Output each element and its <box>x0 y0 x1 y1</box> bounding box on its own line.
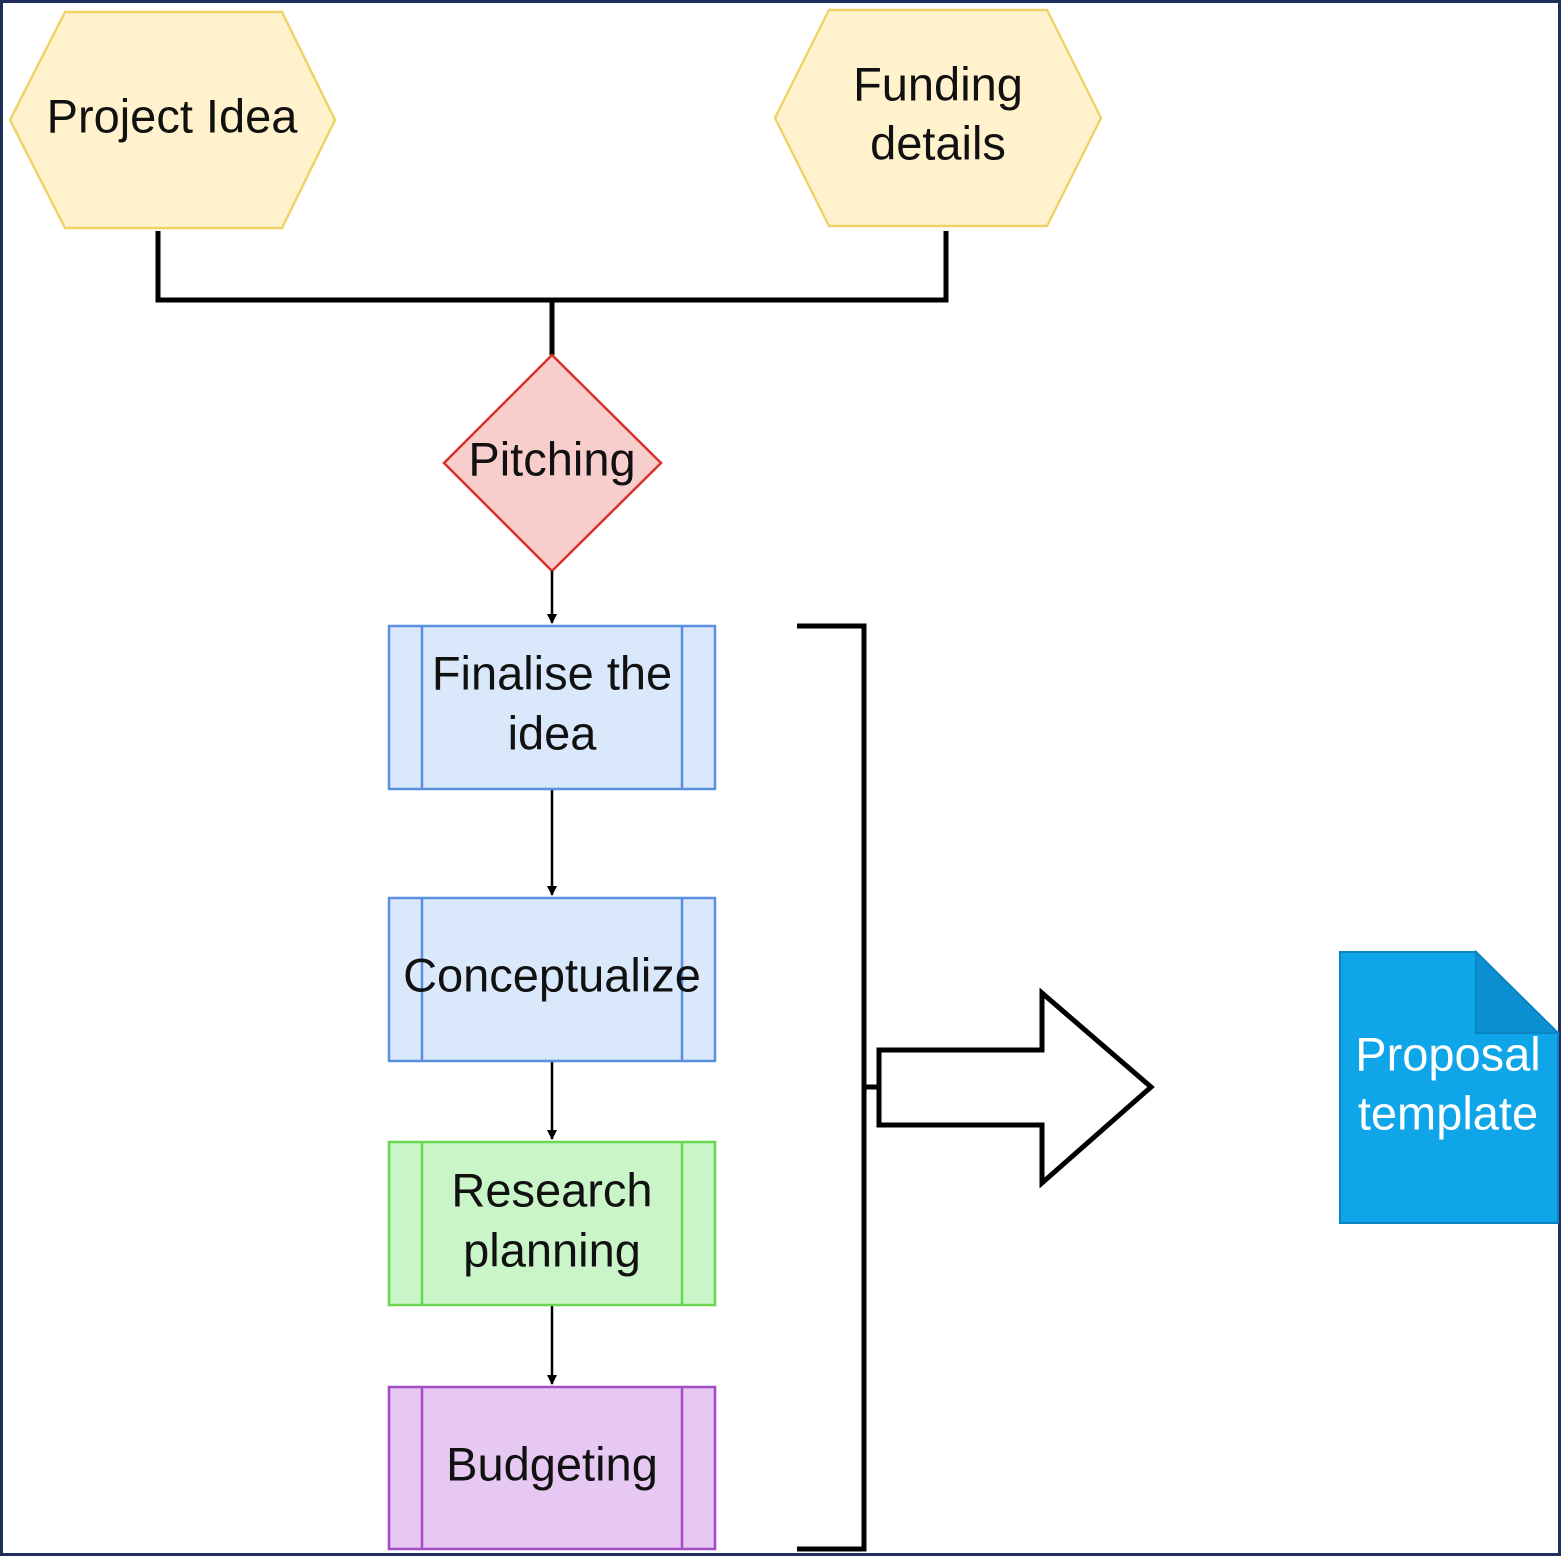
research-planning-box <box>387 1140 717 1307</box>
proposal-template-label-line2: template <box>1358 1086 1538 1139</box>
proposal-template-node: Proposal template <box>1339 949 1561 1224</box>
budgeting-label: Budgeting <box>446 1437 658 1490</box>
conceptualize-label: Conceptualize <box>403 948 701 1001</box>
research-planning-label-line2: planning <box>463 1223 641 1276</box>
funding-details-node: Funding details <box>773 8 1103 228</box>
finalise-idea-node: Finalise the idea <box>387 624 717 791</box>
proposal-template-label-line1: Proposal <box>1355 1027 1541 1080</box>
funding-details-label-line1: Funding <box>853 57 1023 110</box>
research-planning-label-line1: Research <box>451 1163 652 1216</box>
project-idea-label: Project Idea <box>47 89 299 142</box>
finalise-idea-label-line2: idea <box>508 706 598 759</box>
finalise-idea-box <box>387 624 717 791</box>
proposal-document-fold <box>1475 949 1561 1034</box>
project-idea-hexagon <box>8 10 337 230</box>
budgeting-box <box>387 1385 717 1551</box>
conceptualize-node: Conceptualize <box>387 896 717 1063</box>
pitching-node: Pitching <box>442 353 663 573</box>
merge-connector <box>155 231 949 355</box>
research-planning-node: Research planning <box>387 1140 717 1307</box>
funding-details-hexagon <box>773 8 1103 228</box>
funding-details-label-line2: details <box>870 116 1006 169</box>
flowchart-svg: Project Idea Funding details Pitching Fi… <box>8 8 1561 1552</box>
budgeting-node: Budgeting <box>387 1385 717 1551</box>
big-right-arrow <box>876 987 1155 1189</box>
pitching-label: Pitching <box>468 432 635 485</box>
group-bracket <box>797 623 879 1552</box>
conceptualize-box <box>387 896 717 1063</box>
finalise-idea-label-line1: Finalise the <box>432 646 672 699</box>
project-idea-node: Project Idea <box>8 10 337 230</box>
